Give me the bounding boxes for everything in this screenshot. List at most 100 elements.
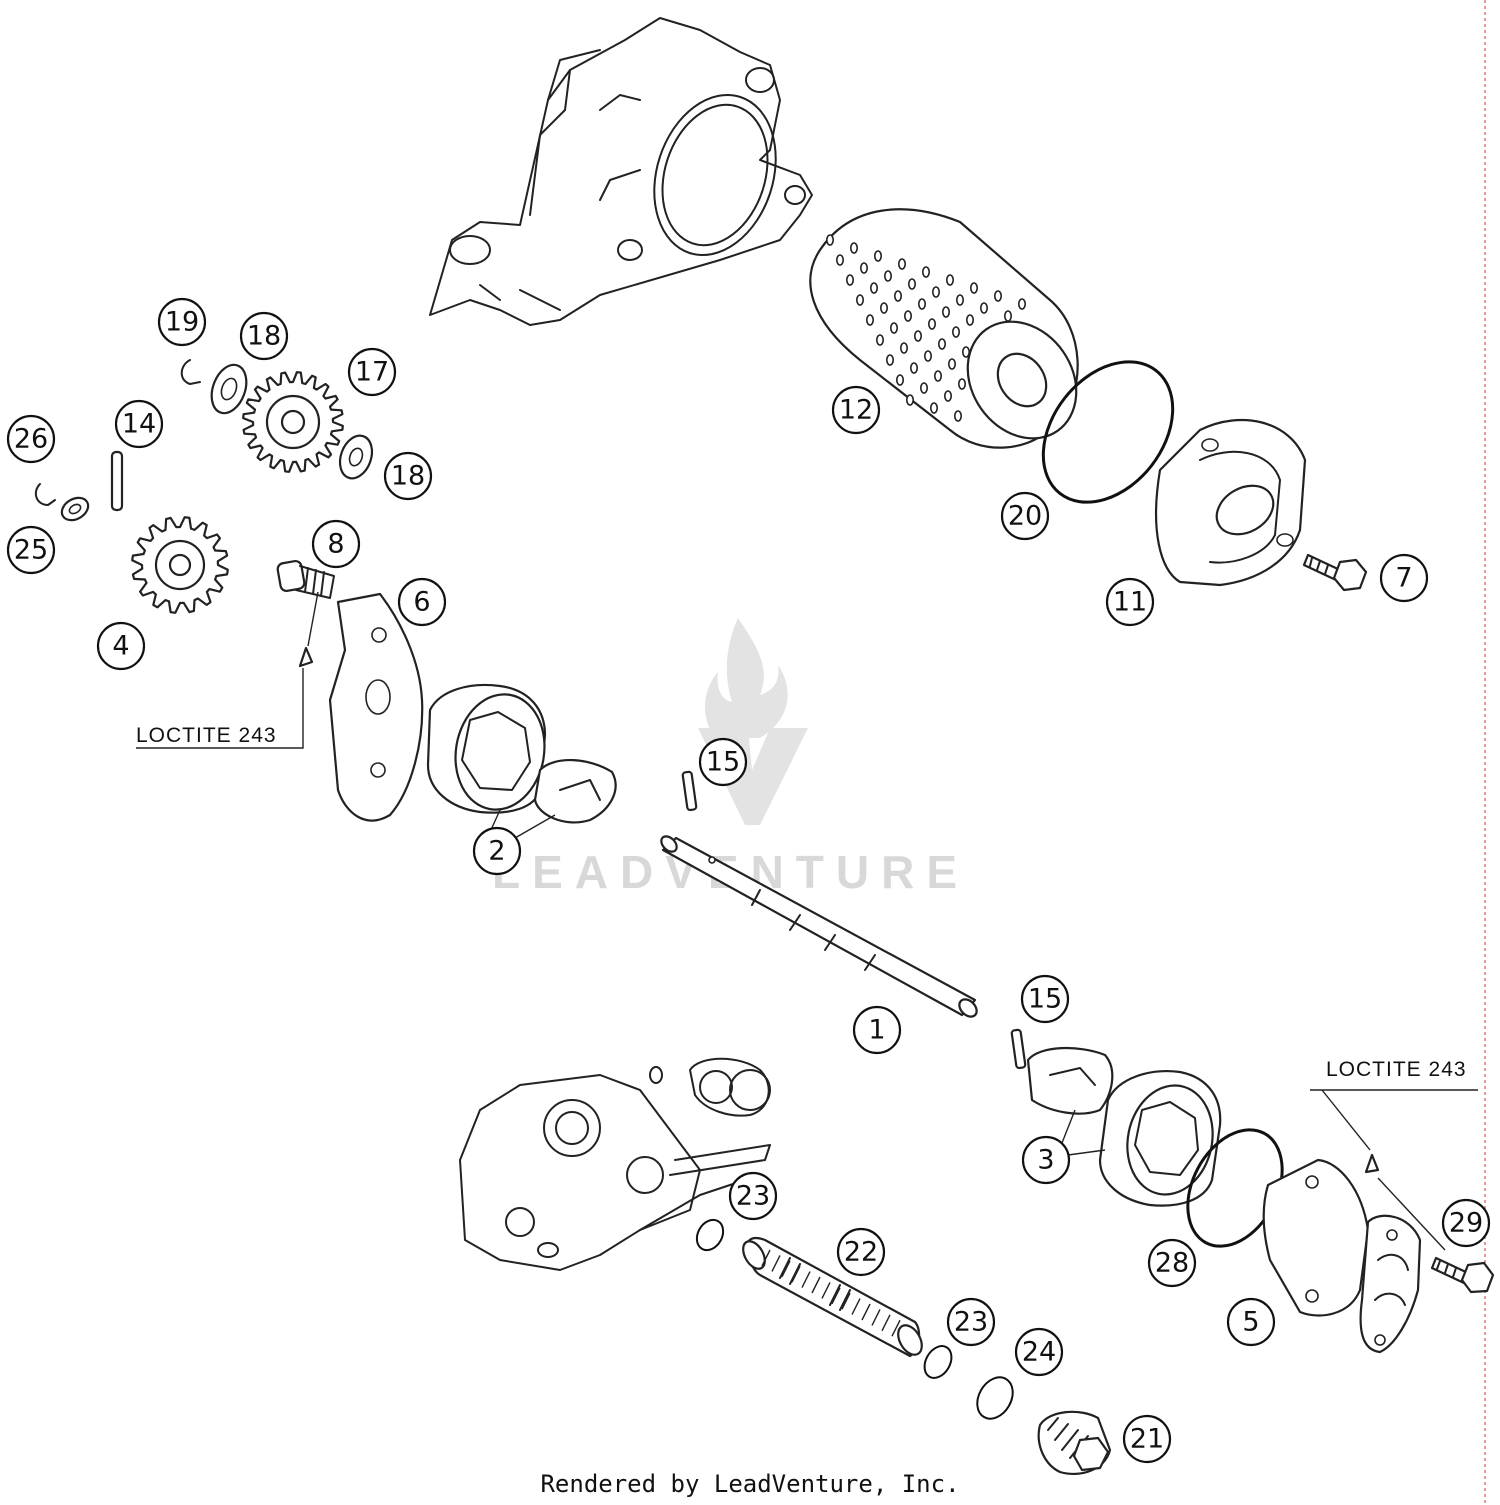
filter-hole (893, 290, 902, 302)
filter-hole (969, 282, 978, 294)
svg-text:29: 29 (1449, 1208, 1483, 1239)
callout-3: 3 (1021, 1135, 1071, 1185)
svg-text:23: 23 (736, 1181, 770, 1212)
filter-hole (869, 282, 878, 294)
callout-12: 12 (831, 385, 881, 435)
mesh-line (781, 1260, 791, 1278)
pin-15-lower (1010, 1028, 1027, 1070)
callout-29: 29 (1441, 1198, 1491, 1248)
svg-text:15: 15 (1028, 984, 1062, 1015)
mesh-line (831, 1287, 841, 1305)
callout-7: 7 (1379, 553, 1429, 603)
svg-text:11: 11 (1113, 587, 1147, 618)
callout-24: 24 (1014, 1327, 1064, 1377)
filter-hole (937, 338, 946, 350)
drive-gear-4 (131, 516, 229, 614)
filter-hole (923, 350, 932, 362)
filter-hole (961, 346, 970, 358)
filter-hole (865, 314, 874, 326)
callout-17: 17 (347, 347, 397, 397)
filter-hole (859, 262, 868, 274)
filter-perforations (825, 234, 1026, 422)
filter-hole (943, 390, 952, 402)
callout-15-upper: 15 (698, 737, 748, 787)
svg-text:2: 2 (488, 836, 505, 867)
filter-hole (951, 326, 960, 338)
mesh-line (791, 1265, 801, 1283)
callout-23-lower: 23 (946, 1297, 996, 1347)
mesh-line (871, 1309, 881, 1326)
flame-logo-icon (704, 618, 788, 738)
mesh-line (761, 1249, 771, 1267)
callout-25: 25 (6, 525, 56, 575)
filter-hole (947, 358, 956, 370)
loctite-drop-icon (298, 646, 314, 668)
drive-gear-17 (242, 371, 344, 473)
svg-text:23: 23 (954, 1307, 988, 1338)
crankcase-housing-top (429, 17, 813, 326)
callout-14: 14 (114, 399, 164, 449)
callout-20: 20 (1000, 491, 1050, 541)
filter-hole (955, 294, 964, 306)
callout-4: 4 (96, 621, 146, 671)
pump-shaft-1 (660, 835, 978, 1018)
filter-hole (1003, 310, 1012, 322)
filter-hole (957, 378, 966, 390)
pin-14 (110, 450, 124, 512)
svg-text:18: 18 (247, 321, 281, 352)
filter-hole (889, 322, 898, 334)
callout-15-lower: 15 (1020, 974, 1070, 1024)
callout-5: 5 (1226, 1297, 1276, 1347)
filter-hole (899, 342, 908, 354)
o-ring-24 (976, 1376, 1014, 1420)
svg-text:7: 7 (1395, 563, 1412, 594)
svg-text:19: 19 (165, 307, 199, 338)
filter-hole (1017, 298, 1026, 310)
circlip-26 (34, 483, 56, 506)
callout-26: 26 (6, 414, 56, 464)
filter-hole (835, 254, 844, 266)
filter-hole (979, 302, 988, 314)
filter-hole (933, 370, 942, 382)
filter-hole (931, 286, 940, 298)
callout-1: 1 (852, 1005, 902, 1055)
filter-hole (845, 274, 854, 286)
svg-text:17: 17 (355, 357, 389, 388)
filter-hole (909, 362, 918, 374)
svg-text:18: 18 (391, 461, 425, 492)
filter-hole (885, 354, 894, 366)
mesh-line (861, 1303, 871, 1321)
svg-text:25: 25 (14, 535, 48, 566)
screw-8 (276, 559, 335, 668)
filter-hole (855, 294, 864, 306)
filter-hole (993, 290, 1002, 302)
small-hardware (34, 359, 374, 522)
svg-text:21: 21 (1130, 1424, 1164, 1455)
svg-text:22: 22 (844, 1237, 878, 1268)
svg-text:14: 14 (122, 409, 156, 440)
svg-text:20: 20 (1008, 501, 1042, 532)
filter-hole (879, 302, 888, 314)
footer-credit: Rendered by LeadVenture, Inc. (540, 1470, 959, 1498)
filter-hole (849, 242, 858, 254)
circlip-19 (180, 359, 201, 385)
filter-hole (929, 402, 938, 414)
filter-hole (825, 234, 834, 246)
callout-22: 22 (836, 1227, 886, 1277)
pump-cover-5 (1262, 1158, 1370, 1317)
oil-pump-rotor-2 (426, 683, 617, 824)
o-ring-23-lower (923, 1345, 953, 1379)
callout-18-upper: 18 (239, 311, 289, 361)
o-ring-23-upper (695, 1218, 725, 1252)
svg-text:12: 12 (839, 395, 873, 426)
callout-18-lower: 18 (383, 451, 433, 501)
svg-text:3: 3 (1037, 1145, 1054, 1176)
bracket-and-bolt-29 (1359, 1153, 1495, 1354)
svg-text:28: 28 (1155, 1248, 1189, 1279)
loctite-note-right: LOCTITE 243 (1326, 1058, 1467, 1081)
filter-cover-bolt (1302, 553, 1368, 592)
filter-hole (927, 318, 936, 330)
oil-filter-element (809, 208, 1079, 449)
oil-filter-cover (1154, 418, 1307, 587)
